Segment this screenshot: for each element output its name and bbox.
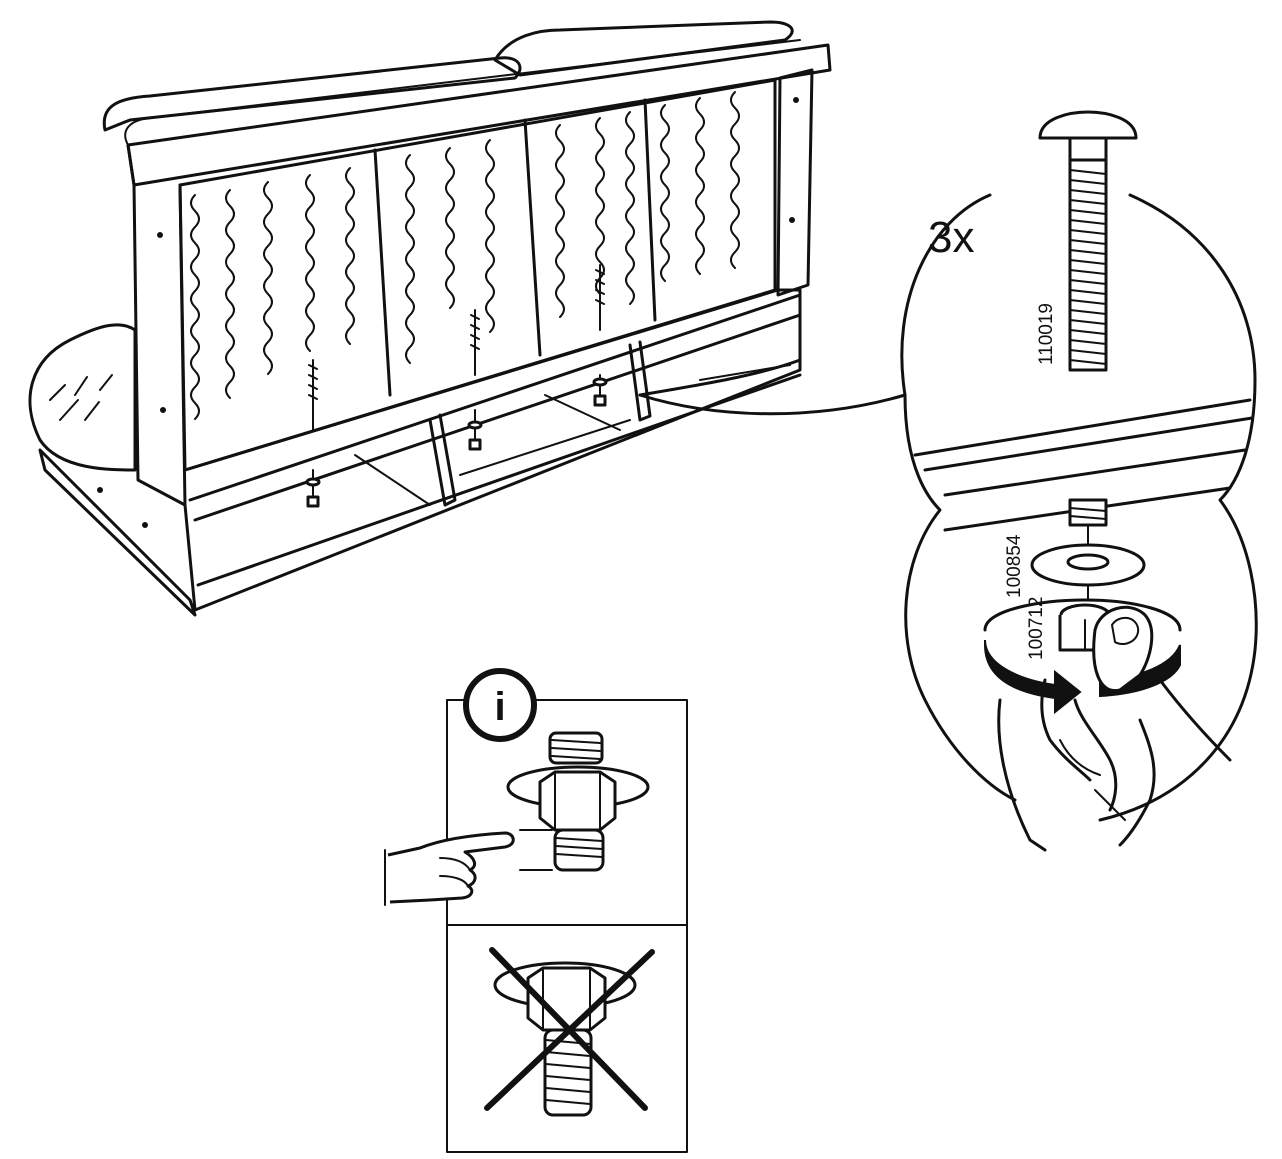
- pointing-hand-icon: [384, 831, 515, 906]
- info-icon: i: [463, 668, 537, 742]
- washer-part-number: 100854: [1004, 534, 1025, 598]
- washer-icon: [1030, 543, 1146, 587]
- info-symbol: i: [494, 685, 505, 729]
- sofa-frame-illustration: [28, 20, 907, 617]
- nut-part-number: 100712: [1026, 597, 1047, 660]
- info-panel: i: [384, 668, 688, 1153]
- hand-turning-icon: [997, 605, 1232, 852]
- bolt-part-number: 110019: [1036, 303, 1057, 365]
- correct-assembly: [506, 731, 650, 872]
- carriage-bolt-icon: [1038, 110, 1138, 372]
- cross-mark-icon: [484, 947, 655, 1111]
- quantity-label: 3x: [928, 213, 974, 262]
- callout-detail: 3x 110019 100854 100712: [900, 110, 1258, 852]
